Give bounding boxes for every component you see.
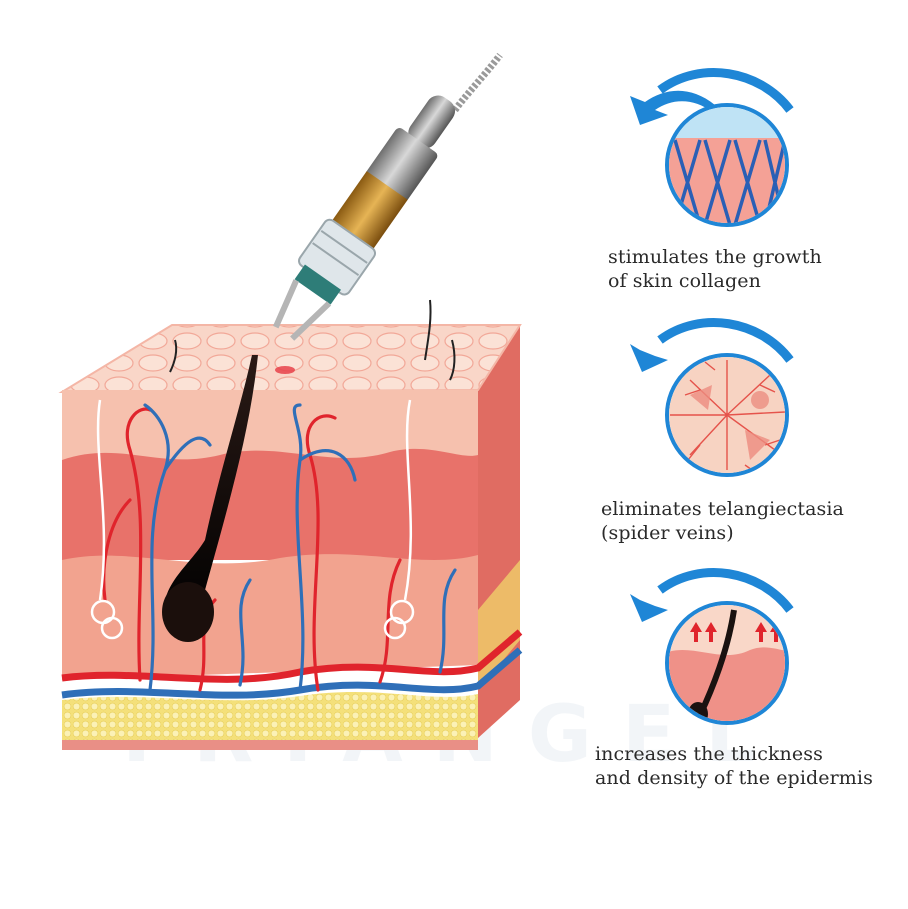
benefit-caption-line: eliminates telangiectasia xyxy=(601,498,844,520)
benefit-caption-line: (spider veins) xyxy=(601,522,734,544)
benefit-icon-spider-veins xyxy=(630,318,794,477)
benefit-caption-collagen: stimulates the growth of skin collagen xyxy=(608,245,822,293)
benefit-icon-epidermis xyxy=(630,568,794,725)
benefit-caption-line: increases the thickness xyxy=(595,743,823,765)
artery-line xyxy=(61,629,523,683)
benefit-caption-line: stimulates the growth xyxy=(608,246,822,268)
benefit-icon-collagen xyxy=(630,68,794,227)
skin-cube xyxy=(58,299,523,750)
benefit-caption-line: of skin collagen xyxy=(608,270,761,292)
benefit-caption-spider-veins: eliminates telangiectasia (spider veins) xyxy=(601,497,844,545)
microneedle-pen xyxy=(273,52,503,341)
benefit-caption-epidermis: increases the thickness and density of t… xyxy=(595,742,873,790)
benefit-caption-line: and density of the epidermis xyxy=(595,767,873,789)
